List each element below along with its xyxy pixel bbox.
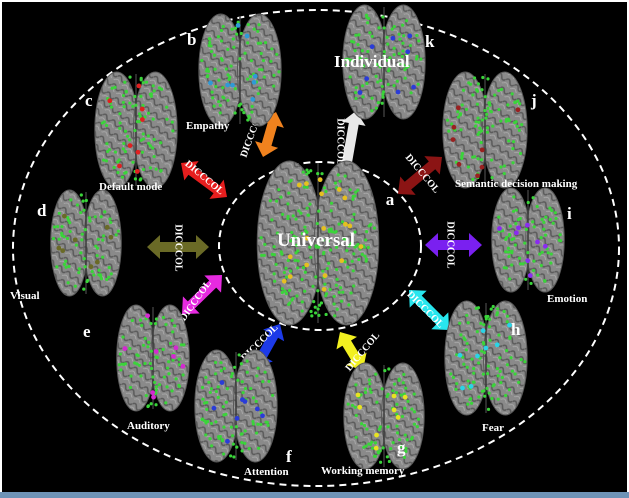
brain-g: [343, 362, 425, 470]
diccol-label-i: DICCCOL: [445, 221, 456, 269]
brain-center: [256, 160, 380, 326]
arrow-k: [341, 111, 366, 169]
label-empathy: Empathy: [186, 120, 230, 132]
label-individual: Individual: [334, 52, 410, 71]
diccol-label-k: DICCCOL: [335, 118, 346, 166]
center-brain-universal: [256, 160, 380, 326]
arrow-d: [147, 235, 209, 259]
label-auditory: Auditory: [127, 420, 170, 432]
label-fear: Fear: [482, 422, 504, 434]
brain-d: [50, 189, 122, 297]
arrow-h: [409, 290, 449, 330]
brain-h: [444, 300, 528, 416]
inner-dashed-ring: [218, 161, 422, 331]
center-letter: a: [386, 190, 395, 209]
brain-k: [342, 4, 426, 120]
arrow-g: [336, 332, 367, 371]
letter-j: j: [530, 91, 537, 110]
letter-h: h: [511, 320, 521, 339]
brain-b: [198, 13, 282, 127]
letter-d: d: [37, 201, 47, 220]
brains-layer: [50, 4, 565, 470]
letter-f: f: [286, 447, 292, 466]
center-label: Universal: [277, 230, 355, 251]
brain-f: [194, 349, 278, 463]
letter-i: i: [567, 204, 572, 223]
label-working-memory: Working memory: [321, 465, 405, 477]
brain-j: [442, 71, 528, 189]
arrow-b: [255, 111, 284, 157]
brain-e: [116, 304, 190, 412]
arrow-j: [398, 156, 442, 195]
label-semantic-decision-making: Semantic decision making: [455, 178, 578, 190]
letter-b: b: [187, 30, 196, 49]
arrow-e: [182, 275, 222, 314]
brain-i: [491, 187, 565, 293]
arrows-layer: [147, 111, 482, 371]
letter-k: k: [425, 32, 435, 51]
letter-g: g: [397, 438, 406, 457]
diccol-label-d: DICCCOL: [173, 224, 184, 272]
arrow-i: [425, 233, 482, 257]
brain-c: [94, 71, 178, 189]
label-attention: Attention: [244, 466, 289, 478]
arrow-c: [181, 161, 228, 199]
label-visual: Visual: [10, 290, 40, 302]
bottom-accent-bar: [0, 492, 629, 498]
letter-c: c: [85, 91, 93, 110]
label-emotion: Emotion: [547, 293, 587, 305]
label-default-mode: Default mode: [99, 181, 162, 193]
letter-e: e: [83, 322, 91, 341]
outer-dashed-ring: [12, 9, 620, 487]
